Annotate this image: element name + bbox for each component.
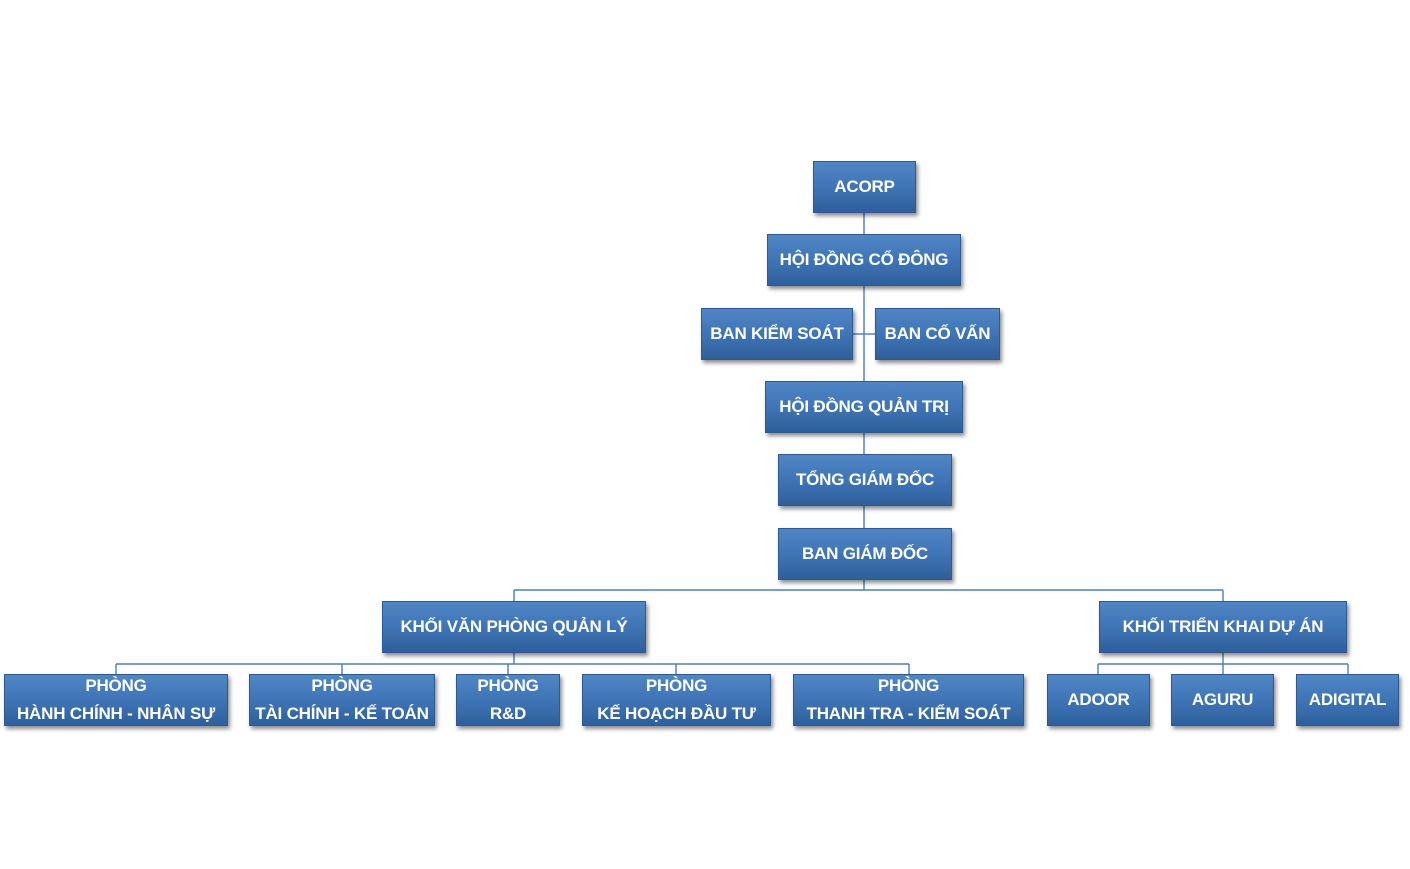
node-aguru: AGURU bbox=[1171, 674, 1274, 726]
node-project-block: KHỐI TRIỂN KHAI DỰ ÁN bbox=[1099, 601, 1347, 653]
node-planning-dept: PHÒNG KẾ HOẠCH ĐẦU TƯ bbox=[582, 674, 771, 726]
node-inspection-dept: PHÒNG THANH TRA - KIỂM SOÁT bbox=[793, 674, 1024, 726]
node-admin-office-block: KHỐI VĂN PHÒNG QUẢN LÝ bbox=[382, 601, 646, 653]
node-executive-board: BAN GIÁM ĐỐC bbox=[778, 528, 952, 580]
node-adoor: ADOOR bbox=[1047, 674, 1150, 726]
node-acorp: ACORP bbox=[813, 161, 916, 213]
node-advisory-board: BAN CỐ VẤN bbox=[875, 308, 1000, 360]
node-board-of-directors: HỘI ĐỒNG QUẢN TRỊ bbox=[765, 381, 963, 433]
node-rnd-dept: PHÒNG R&D bbox=[456, 674, 560, 726]
node-hr-admin-dept: PHÒNG HÀNH CHÍNH - NHÂN SỰ bbox=[4, 674, 228, 726]
node-shareholders-council: HỘI ĐỒNG CỔ ĐÔNG bbox=[767, 234, 961, 286]
node-general-director: TỔNG GIÁM ĐỐC bbox=[778, 454, 952, 506]
node-adigital: ADIGITAL bbox=[1296, 674, 1399, 726]
node-supervisory-board: BAN KIỂM SOÁT bbox=[701, 308, 853, 360]
node-finance-dept: PHÒNG TÀI CHÍNH - KẾ TOÁN bbox=[249, 674, 435, 726]
